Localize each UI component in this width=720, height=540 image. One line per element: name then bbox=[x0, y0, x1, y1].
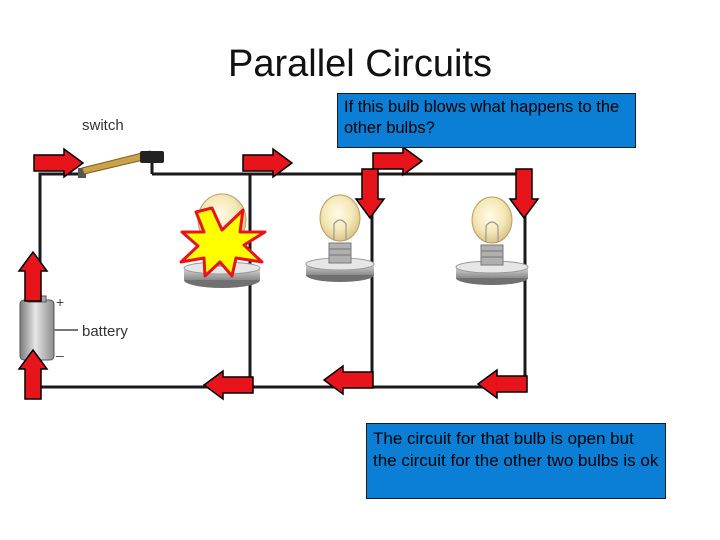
battery-label: battery bbox=[82, 323, 128, 340]
battery-minus-sign: – bbox=[56, 347, 64, 363]
burst-icon bbox=[179, 206, 267, 278]
battery-plus-sign: + bbox=[56, 294, 64, 310]
arrow-left-icon bbox=[477, 369, 528, 399]
arrow-down-icon bbox=[509, 168, 539, 219]
answer-callout: The circuit for that bulb is open but th… bbox=[366, 423, 666, 499]
battery bbox=[19, 295, 78, 361]
switch-label: switch bbox=[82, 117, 124, 134]
slide-title: Parallel Circuits bbox=[228, 43, 492, 85]
switch bbox=[78, 150, 164, 178]
arrow-right-icon bbox=[372, 146, 423, 176]
arrow-left-icon bbox=[203, 370, 254, 400]
arrow-up-icon bbox=[18, 251, 48, 302]
arrow-down-icon bbox=[355, 168, 385, 219]
question-callout: If this bulb blows what happens to the o… bbox=[337, 93, 636, 148]
bulb-3 bbox=[455, 196, 529, 285]
arrow-left-icon bbox=[323, 365, 374, 395]
wires bbox=[38, 172, 527, 389]
bulb-2 bbox=[305, 194, 375, 282]
